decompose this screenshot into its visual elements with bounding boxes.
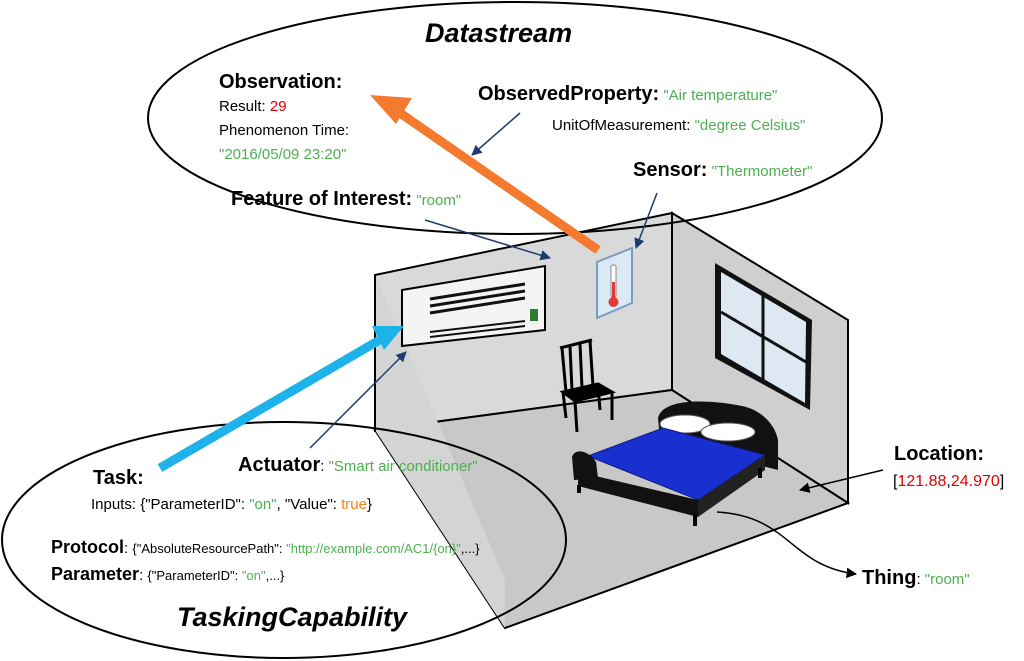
task-heading: Task:: [93, 467, 144, 489]
protocol-prefix: {"AbsoluteResourcePath":: [132, 541, 287, 556]
task-inputs-prefix: Inputs: {"ParameterID":: [91, 496, 250, 513]
air-conditioner-icon: [401, 264, 546, 348]
observed-property: ObservedProperty: "Air temperature": [478, 82, 777, 107]
chair-icon: [559, 338, 617, 433]
task-inputs-suffix: }: [367, 496, 373, 513]
result-label: Result:: [219, 98, 270, 115]
actuator-pointer: [309, 351, 407, 449]
unit-of-measurement-label: UnitOfMeasurement:: [552, 117, 695, 134]
task-inputs-mid: , "Value":: [276, 496, 342, 513]
tasking-capability-title: TaskingCapability: [177, 602, 408, 632]
observed-property-value: "Air temperature": [663, 87, 778, 104]
room-illustration: [373, 211, 851, 630]
sensor: Sensor: "Thermometer": [633, 158, 812, 183]
thermometer-icon: [596, 246, 633, 320]
thing: Thing: "room": [862, 566, 970, 591]
location-coordinates: [121.88,24.970]: [893, 472, 1004, 492]
parameter-value: "on": [241, 568, 266, 583]
phenomenon-time-label: Phenomenon Time:: [219, 122, 350, 139]
parameter-label: Parameter: [51, 564, 140, 584]
parameter-suffix: ,...}: [265, 568, 285, 583]
location-heading: Location:: [894, 443, 984, 465]
datastream-title: Datastream: [425, 18, 573, 48]
feature-of-interest: Feature of Interest: "room": [231, 187, 461, 212]
actuator-sep: :: [320, 458, 325, 475]
unit-of-measurement: UnitOfMeasurement: "degree Celsius": [552, 117, 805, 136]
room-left-wall-edge: [375, 275, 505, 628]
thing-label: Thing: [862, 567, 917, 589]
parameter: Parameter: {"ParameterID": "on",...}: [51, 563, 284, 586]
actuator-value: "Smart air conditioner": [328, 458, 478, 475]
feature-of-interest-label: Feature of Interest:: [231, 188, 413, 210]
location-open: [: [893, 473, 898, 490]
unit-of-measurement-value: "degree Celsius": [694, 117, 806, 134]
thing-sep: :: [916, 571, 925, 588]
task-inputs-value: true: [341, 496, 367, 513]
sensor-value: "Thermometer": [711, 163, 813, 180]
feature-of-interest-pointer: [424, 219, 552, 261]
observed-property-label: ObservedProperty:: [478, 83, 660, 105]
protocol-sep: :: [124, 540, 133, 557]
feature-of-interest-value: "room": [416, 192, 462, 209]
observation-arrow: [370, 95, 601, 254]
thing-value: "room": [924, 571, 970, 588]
location-lon: 121.88: [897, 473, 947, 490]
parameter-prefix: {"ParameterID":: [147, 568, 242, 583]
tasking-capability-ellipse: [1, 421, 567, 659]
location-pointer: [798, 469, 884, 493]
protocol: Protocol: {"AbsoluteResourcePath": "http…: [51, 536, 480, 559]
sensor-pointer: [634, 192, 658, 249]
protocol-suffix: ,...}: [460, 541, 480, 556]
task-arrow: [157, 326, 404, 472]
protocol-value: "http://example.com/AC1/{on}": [286, 541, 461, 556]
task-inputs-param-value: "on": [249, 496, 277, 513]
result-value: 29: [269, 98, 287, 115]
phenomenon-time-value: "2016/05/09 23:20": [219, 146, 347, 163]
bed-icon: [572, 401, 778, 526]
location-lat: 24.970: [950, 473, 1000, 490]
window-icon: [715, 263, 812, 410]
observation-heading: Observation:: [219, 71, 343, 93]
thing-pointer: [716, 511, 858, 579]
location-comma: ,: [946, 473, 951, 490]
sensor-label: Sensor:: [633, 159, 708, 181]
datastream-ellipse: [147, 1, 883, 235]
observation-result: Result: 29: [219, 98, 287, 117]
location-close: ]: [999, 473, 1005, 490]
task-inputs: Inputs: {"ParameterID": "on", "Value": t…: [91, 496, 372, 515]
protocol-label: Protocol: [51, 537, 125, 557]
observed-property-pointer: [471, 112, 521, 156]
actuator-label: Actuator: [238, 454, 321, 476]
actuator: Actuator: "Smart air conditioner": [238, 453, 478, 478]
parameter-sep: :: [139, 567, 148, 584]
